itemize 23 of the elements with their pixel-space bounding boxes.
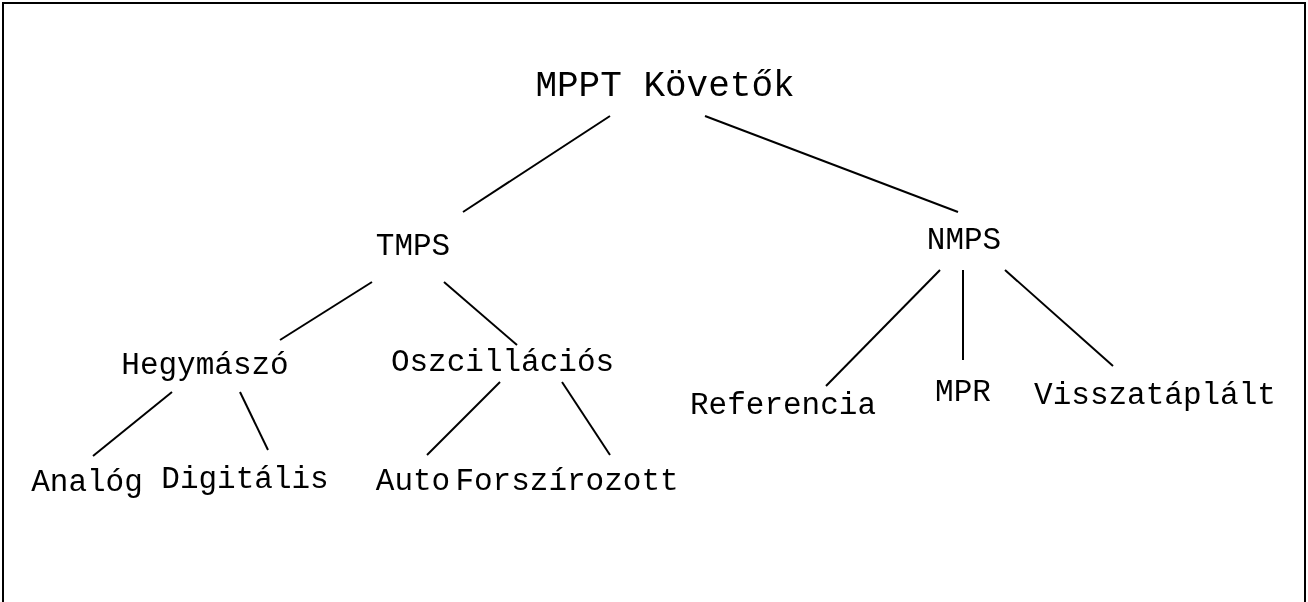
- connector-line: [239, 391, 269, 451]
- node-label: Auto: [375, 463, 451, 502]
- node-label: MPPT Követők: [535, 65, 795, 109]
- node-label: Digitális: [161, 460, 329, 499]
- connector-line: [462, 115, 611, 213]
- node-label: TMPS: [375, 227, 451, 266]
- connector-line: [92, 391, 173, 457]
- connector-line: [279, 281, 373, 341]
- connector-line: [426, 381, 501, 456]
- node-label: Hegymászó: [121, 346, 289, 385]
- node-label: Analóg: [31, 463, 143, 502]
- node-label: NMPS: [926, 221, 1002, 260]
- connector-line: [704, 115, 959, 213]
- connector-line: [962, 269, 964, 361]
- node-label: Forszírozott: [455, 463, 679, 502]
- node-label: Visszatáplált: [1034, 376, 1276, 415]
- connector-line: [561, 381, 611, 456]
- node-label: MPR: [935, 373, 991, 412]
- node-label: Referencia: [690, 386, 876, 425]
- node-label: Oszcillációs: [390, 344, 615, 383]
- connector-line: [1004, 269, 1114, 367]
- connector-line: [825, 269, 941, 387]
- connector-line: [443, 281, 518, 346]
